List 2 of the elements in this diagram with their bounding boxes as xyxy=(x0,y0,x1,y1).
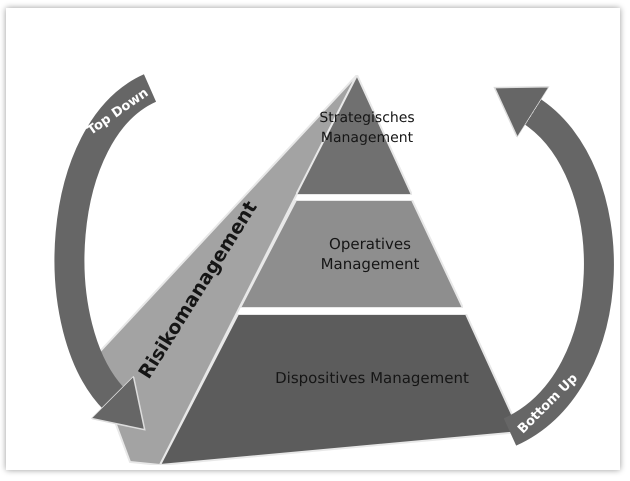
level-label: Dispositives Management xyxy=(275,368,469,388)
level-label: Operatives Management xyxy=(320,234,420,274)
